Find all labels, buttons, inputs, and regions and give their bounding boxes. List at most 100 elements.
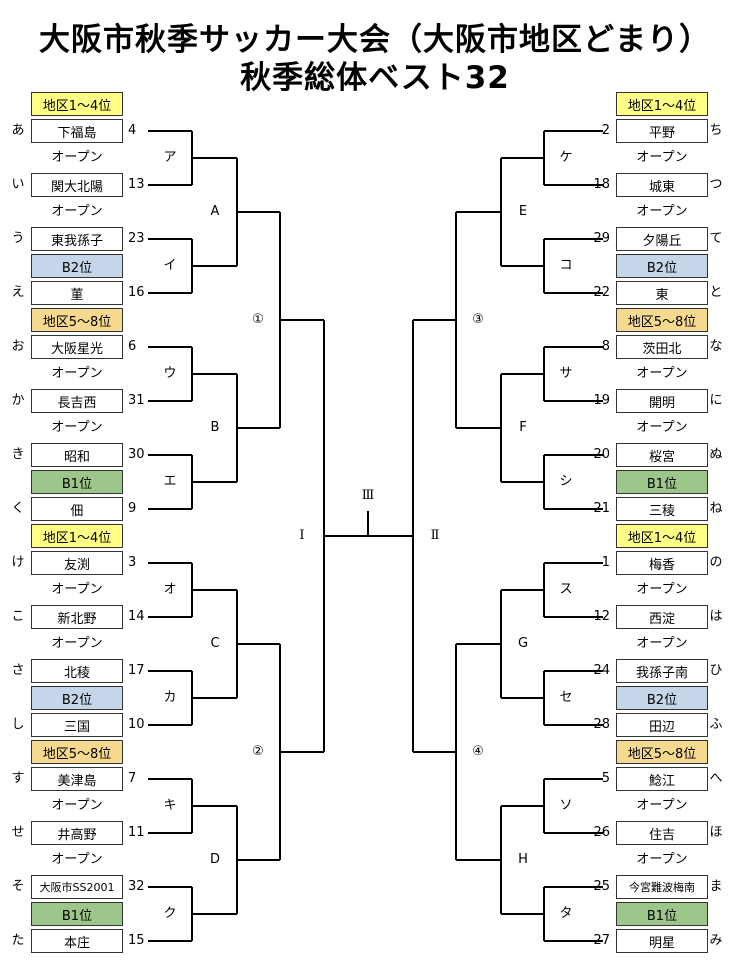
- quarterfinal-match-label: ②: [252, 744, 264, 759]
- seeding-label: B2位: [31, 254, 123, 278]
- team-kana-index: み: [709, 933, 723, 948]
- team-seed-number: 10: [128, 717, 145, 732]
- team-name: 田辺: [616, 713, 708, 737]
- team-name: 開明: [616, 389, 708, 413]
- team-name: 三国: [31, 713, 123, 737]
- round1-match-label: サ: [559, 366, 573, 381]
- team-seed-number: 13: [128, 177, 145, 192]
- seeding-label: B1位: [616, 902, 708, 926]
- team-kana-index: に: [709, 393, 723, 408]
- round1-match-label: カ: [163, 690, 177, 705]
- seeding-label: 地区1～4位: [31, 524, 123, 548]
- team-seed-number: 15: [128, 933, 145, 948]
- team-seed-number: 4: [128, 123, 137, 138]
- open-label: オープン: [51, 636, 103, 651]
- round1-match-label: ウ: [163, 366, 177, 381]
- round1-match-label: セ: [559, 690, 573, 705]
- round1-match-label: コ: [559, 258, 573, 273]
- open-label: オープン: [636, 636, 688, 651]
- round2-match-label: C: [210, 636, 220, 651]
- team-seed-number: 17: [128, 663, 145, 678]
- team-seed-number: 11: [128, 825, 145, 840]
- round1-match-label: オ: [163, 582, 177, 597]
- open-label: オープン: [51, 420, 103, 435]
- open-label: オープン: [636, 204, 688, 219]
- team-seed-number: 31: [128, 393, 145, 408]
- round2-match-label: B: [210, 420, 220, 435]
- seeding-label: 地区5～8位: [616, 740, 708, 764]
- team-kana-index: す: [11, 771, 25, 786]
- seeding-label: 地区1～4位: [616, 524, 708, 548]
- quarterfinal-match-label: ④: [472, 744, 484, 759]
- team-kana-index: ぬ: [709, 447, 723, 462]
- team-kana-index: ち: [709, 123, 723, 138]
- team-kana-index: し: [11, 717, 25, 732]
- round1-match-label: ソ: [559, 798, 573, 813]
- team-seed-number: 7: [128, 771, 137, 786]
- team-name: 鯰江: [616, 767, 708, 791]
- team-name: 明星: [616, 929, 708, 953]
- team-kana-index: つ: [709, 177, 723, 192]
- open-label: オープン: [636, 150, 688, 165]
- seeding-label: 地区5～8位: [616, 308, 708, 332]
- seeding-label: B2位: [616, 254, 708, 278]
- team-kana-index: た: [11, 933, 25, 948]
- team-kana-index: せ: [11, 825, 25, 840]
- team-kana-index: う: [11, 231, 25, 246]
- team-seed-number: 23: [128, 231, 145, 246]
- team-kana-index: き: [11, 447, 25, 462]
- team-kana-index: ひ: [709, 663, 723, 678]
- team-name: 夕陽丘: [616, 227, 708, 251]
- quarterfinal-match-label: ①: [252, 312, 264, 327]
- team-kana-index: そ: [11, 879, 25, 894]
- open-label: オープン: [636, 798, 688, 813]
- team-kana-index: い: [11, 177, 25, 192]
- team-kana-index: く: [11, 501, 25, 516]
- seeding-label: 地区5～8位: [31, 740, 123, 764]
- team-seed-number: 2: [601, 123, 610, 138]
- seeding-label: B1位: [616, 470, 708, 494]
- team-name: 桜宮: [616, 443, 708, 467]
- round2-match-label: A: [210, 204, 220, 219]
- team-kana-index: こ: [11, 609, 25, 624]
- team-name: 友渕: [31, 551, 123, 575]
- team-name: 東: [616, 281, 708, 305]
- team-name: 大阪星光: [31, 335, 123, 359]
- seeding-label: B2位: [31, 686, 123, 710]
- team-name: 我孫子南: [616, 659, 708, 683]
- team-name: 本庄: [31, 929, 123, 953]
- team-name: 関大北陽: [31, 173, 123, 197]
- team-kana-index: あ: [11, 123, 25, 138]
- team-seed-number: 1: [601, 555, 610, 570]
- team-kana-index: へ: [709, 771, 723, 786]
- page-title: 大阪市秋季サッカー大会（大阪市地区どまり）: [39, 22, 711, 58]
- open-label: オープン: [636, 366, 688, 381]
- round2-match-label: G: [517, 636, 529, 651]
- team-kana-index: の: [709, 555, 723, 570]
- team-kana-index: ま: [709, 879, 723, 894]
- team-kana-index: と: [709, 285, 723, 300]
- round1-match-label: シ: [559, 474, 573, 489]
- team-name: 菫: [31, 281, 123, 305]
- team-name: 平野: [616, 119, 708, 143]
- team-name: 大阪市SS2001: [31, 875, 123, 899]
- team-seed-number: 32: [128, 879, 145, 894]
- team-name: 井高野: [31, 821, 123, 845]
- team-name: 城東: [616, 173, 708, 197]
- team-seed-number: 6: [128, 339, 137, 354]
- seeding-label: 地区5～8位: [31, 308, 123, 332]
- open-label: オープン: [636, 852, 688, 867]
- open-label: オープン: [51, 366, 103, 381]
- round2-match-label: D: [209, 852, 220, 867]
- round2-match-label: F: [519, 420, 527, 435]
- round1-match-label: ア: [163, 150, 177, 165]
- team-kana-index: な: [709, 339, 723, 354]
- open-label: オープン: [51, 582, 103, 597]
- team-name: 佃: [31, 497, 123, 521]
- team-name: 東我孫子: [31, 227, 123, 251]
- page-subtitle: 秋季総体ベスト32: [240, 60, 510, 96]
- open-label: オープン: [636, 582, 688, 597]
- round1-match-label: キ: [163, 798, 177, 813]
- team-kana-index: て: [709, 231, 723, 246]
